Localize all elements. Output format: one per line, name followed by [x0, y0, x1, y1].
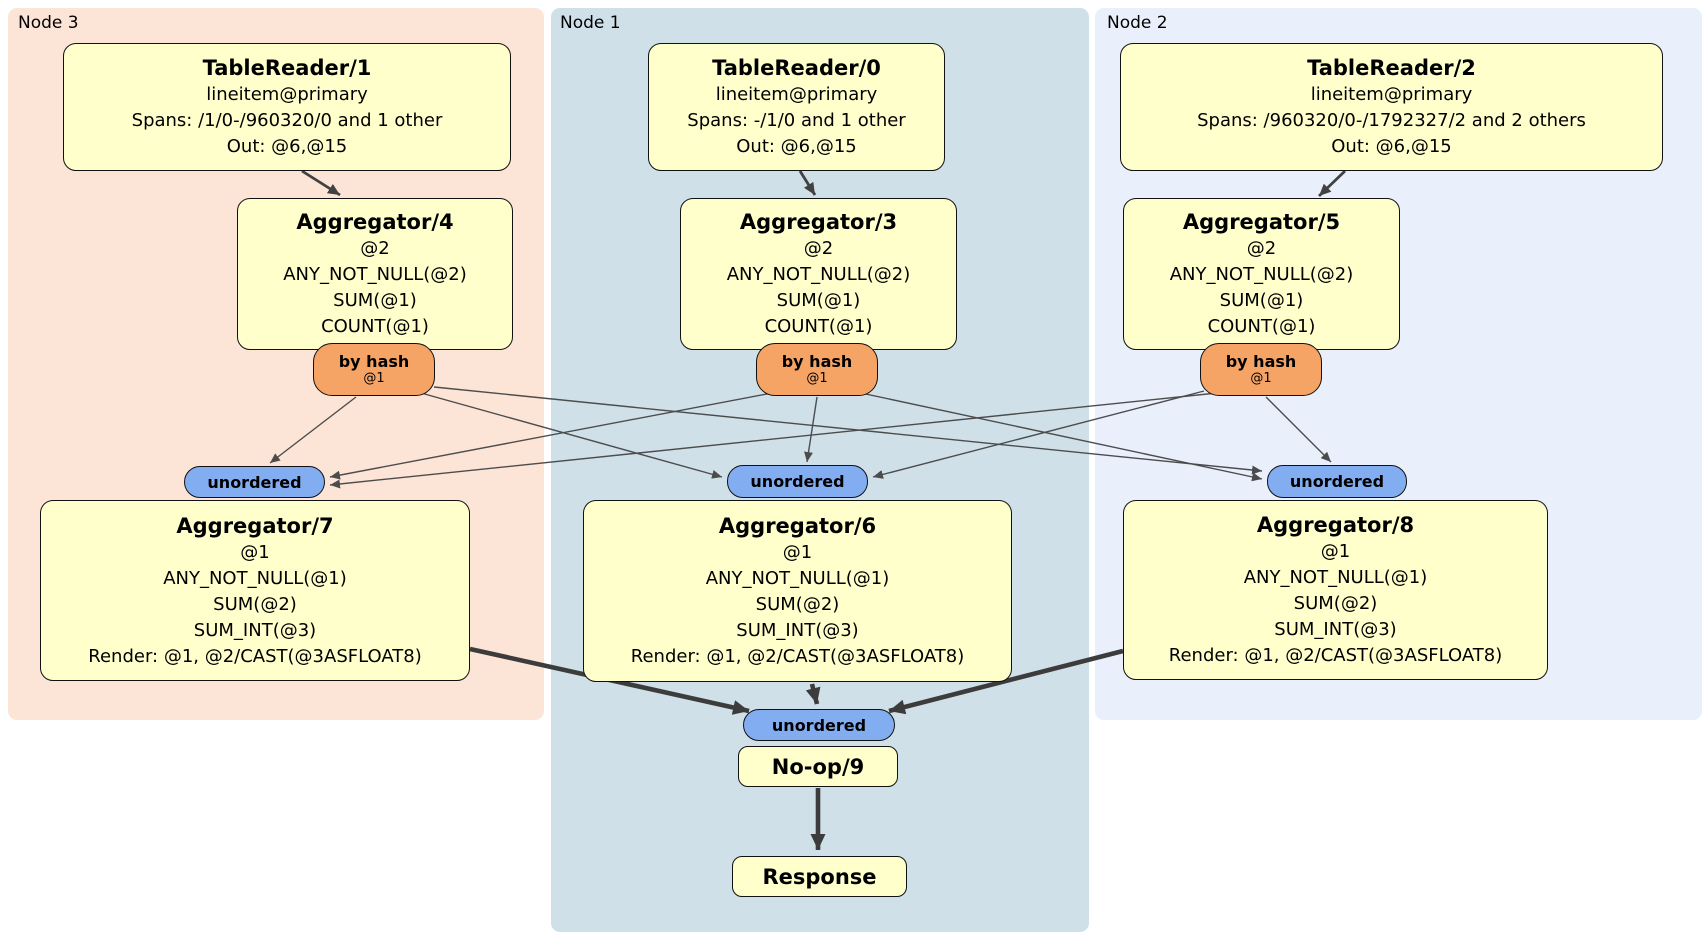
stream-unordered-8: unordered	[1267, 465, 1407, 498]
processor-line: Render: @1, @2/CAST(@3ASFLOAT8)	[630, 646, 965, 667]
edge-hash4-un6	[420, 392, 723, 479]
processor-aggregator-5: Aggregator/5 @2 ANY_NOT_NULL(@2) SUM(@1)…	[1123, 198, 1400, 350]
region-node3-label: Node 3	[18, 13, 79, 33]
router-sublabel: @1	[806, 371, 828, 386]
stream-unordered-7: unordered	[184, 466, 325, 498]
router-sublabel: @1	[1250, 371, 1272, 386]
router-by-hash-5: by hash @1	[1200, 343, 1322, 396]
edge-agg6-final	[805, 683, 821, 705]
processor-line: ANY_NOT_NULL(@2)	[283, 264, 467, 285]
processor-line: @1	[1320, 541, 1351, 562]
processor-line: COUNT(@1)	[321, 316, 429, 337]
processor-tablereader-1: TableReader/1 lineitem@primary Spans: /1…	[63, 43, 511, 171]
router-label: by hash	[338, 352, 410, 371]
processor-line: ANY_NOT_NULL(@1)	[1243, 567, 1428, 588]
processor-title: TableReader/1	[202, 56, 372, 80]
processor-title: Aggregator/8	[1256, 513, 1415, 537]
stream-unordered-6: unordered	[727, 465, 868, 498]
router-label: by hash	[781, 352, 853, 371]
processor-title: Aggregator/5	[1182, 210, 1341, 234]
processor-line: @2	[1246, 238, 1277, 259]
router-by-hash-4: by hash @1	[313, 343, 435, 396]
processor-line: Out: @6,@15	[226, 136, 348, 157]
processor-aggregator-7: Aggregator/7 @1 ANY_NOT_NULL(@1) SUM(@2)…	[40, 500, 470, 681]
processor-line: lineitem@primary	[1310, 84, 1473, 105]
processor-title: Aggregator/4	[296, 210, 454, 234]
router-by-hash-3: by hash @1	[756, 343, 878, 396]
edge-hash3-un6	[804, 396, 818, 463]
processor-line: Spans: /960320/0-/1792327/2 and 2 others	[1197, 110, 1586, 131]
processor-title: Aggregator/3	[739, 210, 898, 234]
processor-line: COUNT(@1)	[764, 316, 873, 337]
processor-title: Aggregator/6	[718, 514, 877, 538]
processor-line: ANY_NOT_NULL(@2)	[1169, 264, 1354, 285]
stream-unordered-final: unordered	[743, 709, 895, 741]
router-label: by hash	[1225, 352, 1297, 371]
edge-hash4-un7	[269, 396, 357, 464]
edge-hash3-un7	[329, 392, 773, 480]
processor-response: Response	[732, 856, 907, 897]
processor-line: SUM(@2)	[213, 593, 297, 615]
edge-hash5-un8	[1265, 396, 1332, 463]
processor-line: ANY_NOT_NULL(@1)	[163, 567, 347, 589]
edge-hash4-un8	[433, 386, 1263, 475]
processor-line: SUM_INT(@3)	[736, 620, 859, 641]
processor-line: SUM(@2)	[755, 594, 840, 615]
edge-hash3-un8	[860, 392, 1263, 482]
processor-line: SUM(@1)	[1219, 290, 1304, 311]
processor-line: lineitem@primary	[206, 84, 368, 105]
processor-line: SUM(@2)	[1293, 593, 1378, 614]
processor-line: SUM(@1)	[333, 290, 417, 311]
processor-aggregator-3: Aggregator/3 @2 ANY_NOT_NULL(@2) SUM(@1)…	[680, 198, 957, 350]
processor-tablereader-0: TableReader/0 lineitem@primary Spans: -/…	[648, 43, 945, 171]
processor-line: Out: @6,@15	[1331, 136, 1452, 157]
processor-line: SUM(@1)	[776, 290, 861, 311]
region-node1-label: Node 1	[560, 13, 621, 33]
processor-line: ANY_NOT_NULL(@1)	[705, 568, 890, 589]
processor-line: @1	[782, 542, 813, 563]
processor-line: COUNT(@1)	[1207, 316, 1316, 337]
processor-aggregator-4: Aggregator/4 @2 ANY_NOT_NULL(@2) SUM(@1)…	[237, 198, 513, 350]
processor-line: Render: @1, @2/CAST(@3ASFLOAT8)	[88, 645, 422, 667]
edge-tr1-agg4	[301, 169, 341, 197]
edge-tr2-agg5	[1318, 169, 1346, 198]
stream-label: unordered	[1289, 472, 1385, 491]
processor-title: Response	[762, 864, 877, 889]
stream-label: unordered	[750, 472, 845, 491]
processor-line: Out: @6,@15	[736, 136, 857, 157]
processor-line: @2	[360, 238, 390, 259]
stream-label: unordered	[771, 715, 867, 735]
processor-title: No-op/9	[771, 754, 865, 779]
processor-title: TableReader/0	[712, 56, 881, 80]
processor-title: TableReader/2	[1307, 56, 1476, 80]
edge-agg8-final	[888, 648, 1124, 715]
edge-hash5-un7	[329, 392, 1218, 489]
processor-line: @2	[803, 238, 834, 259]
processor-line: SUM_INT(@3)	[1274, 619, 1397, 640]
edge-tr0-agg3	[798, 170, 817, 196]
stream-label: unordered	[207, 472, 302, 492]
processor-aggregator-8: Aggregator/8 @1 ANY_NOT_NULL(@1) SUM(@2)…	[1123, 500, 1548, 680]
processor-line: @1	[240, 541, 270, 563]
processor-line: SUM_INT(@3)	[193, 619, 317, 641]
processor-line: Spans: /1/0-/960320/0 and 1 other	[131, 110, 443, 131]
processor-line: ANY_NOT_NULL(@2)	[726, 264, 911, 285]
processor-line: lineitem@primary	[715, 84, 878, 105]
edge-hash5-un6	[872, 390, 1205, 479]
processor-line: Render: @1, @2/CAST(@3ASFLOAT8)	[1168, 645, 1503, 666]
router-sublabel: @1	[363, 371, 385, 386]
region-node2-label: Node 2	[1107, 13, 1168, 33]
processor-title: Aggregator/7	[176, 513, 334, 538]
processor-noop-9: No-op/9	[738, 746, 898, 787]
processor-aggregator-6: Aggregator/6 @1 ANY_NOT_NULL(@1) SUM(@2)…	[583, 500, 1012, 682]
processor-line: Spans: -/1/0 and 1 other	[687, 110, 906, 131]
processor-tablereader-2: TableReader/2 lineitem@primary Spans: /9…	[1120, 43, 1663, 171]
